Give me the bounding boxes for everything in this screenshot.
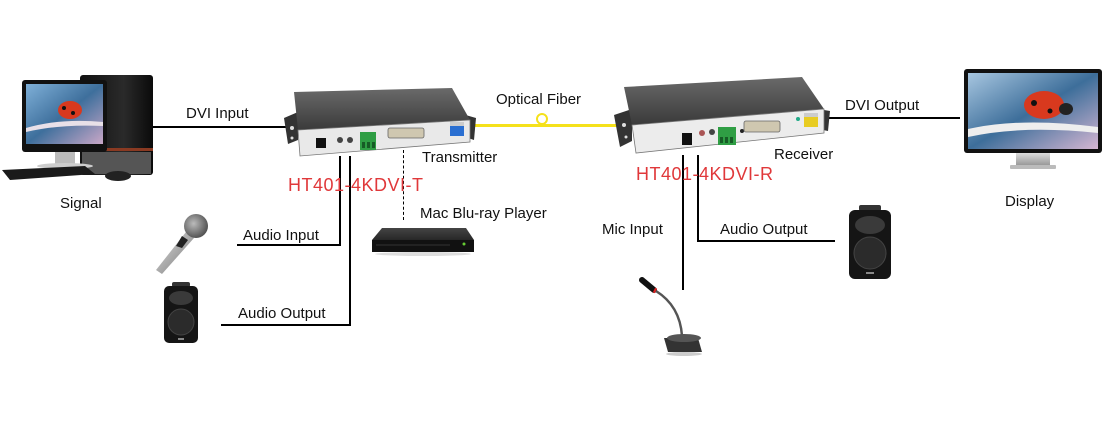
audio-output-line-vertical bbox=[349, 156, 351, 326]
optical-fiber-label: Optical Fiber bbox=[496, 91, 582, 108]
transmitter-label: Transmitter bbox=[422, 149, 498, 166]
mic-input-label: Mic Input bbox=[602, 221, 663, 238]
fiber-connector-icon bbox=[536, 113, 548, 125]
display-label: Display bbox=[1005, 193, 1055, 210]
dvi-output-line bbox=[826, 117, 960, 119]
monitor-icon bbox=[962, 67, 1104, 171]
audio-output-line-horizontal bbox=[221, 324, 351, 326]
signal-label: Signal bbox=[60, 195, 102, 212]
audio-input-line-vertical bbox=[339, 156, 341, 246]
dvi-output-label: DVI Output bbox=[845, 97, 920, 114]
dvi-input-label: DVI Input bbox=[186, 105, 249, 122]
dvi-input-line bbox=[153, 126, 290, 128]
transmitter-device-icon bbox=[284, 78, 476, 158]
audio-input-line-horizontal bbox=[237, 244, 341, 246]
audio-output-left-label: Audio Output bbox=[238, 305, 326, 322]
rx-audio-output-line-vertical bbox=[697, 155, 699, 242]
optical-fiber-line bbox=[470, 124, 630, 127]
mac-bluray-label: Mac Blu-ray Player bbox=[420, 205, 547, 222]
rx-audio-output-line-horizontal bbox=[697, 240, 835, 242]
gooseneck-microphone-icon bbox=[636, 276, 708, 356]
desktop-computer-icon bbox=[0, 70, 155, 185]
speaker-icon bbox=[163, 282, 199, 344]
speaker-icon-right bbox=[848, 205, 892, 280]
bluray-player-icon bbox=[370, 226, 476, 256]
handheld-microphone-icon bbox=[142, 210, 214, 276]
receiver-label: Receiver bbox=[774, 146, 834, 163]
audio-output-right-label: Audio Output bbox=[720, 221, 808, 238]
transmitter-model-label: HT401-4KDVI-T bbox=[288, 175, 424, 195]
receiver-model-label: HT401-4KDVI-R bbox=[636, 164, 774, 184]
audio-input-label: Audio Input bbox=[243, 227, 319, 244]
receiver-device-icon bbox=[614, 65, 830, 157]
mic-input-line bbox=[682, 155, 684, 290]
bluray-dashed-line bbox=[403, 150, 404, 220]
